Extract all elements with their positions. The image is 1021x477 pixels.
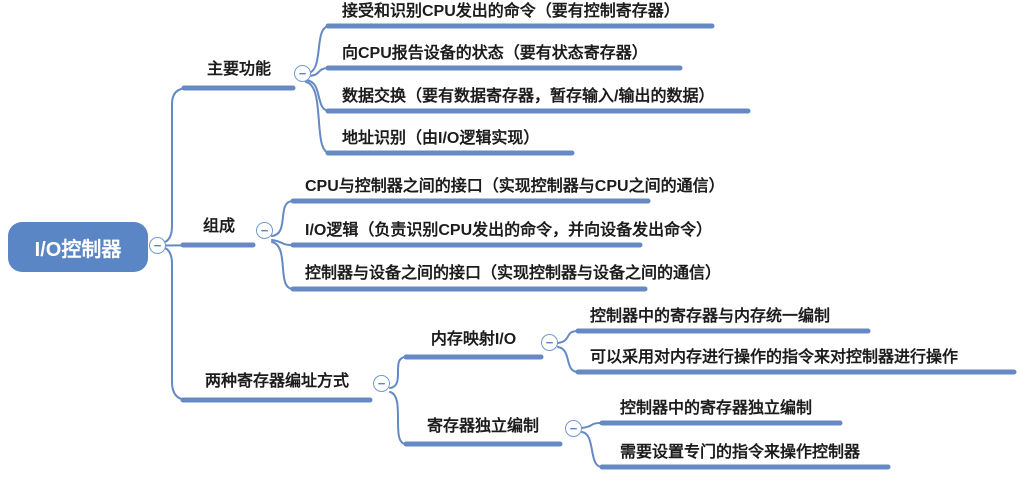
- collapse-button-register-independent[interactable]: −: [565, 420, 582, 437]
- minus-icon: −: [377, 376, 386, 391]
- node-accept-commands[interactable]: 接受和识别CPU发出的命令（要有控制寄存器）: [342, 3, 680, 20]
- connector-composition-child-1: [271, 200, 294, 237]
- node-composition[interactable]: 组成: [202, 218, 235, 235]
- node-register-independent[interactable]: 寄存器独立编制: [426, 418, 539, 435]
- node-unified-addressing[interactable]: 控制器中的寄存器与内存统一编制: [590, 308, 831, 325]
- node-io-logic[interactable]: I/O逻辑（负责识别CPU发出的命令，并向设备发出命令）: [305, 222, 713, 239]
- node-data-exchange[interactable]: 数据交换（要有数据寄存器，暂存输入/输出的数据）: [342, 88, 715, 105]
- connector-memory-mapped-child-2: [557, 346, 579, 373]
- node-address-recognition[interactable]: 地址识别（由I/O逻辑实现）: [342, 130, 540, 147]
- node-cpu-interface[interactable]: CPU与控制器之间的接口（实现控制器与CPU之间的通信）: [305, 178, 725, 195]
- connector-main-functions-child-4: [305, 81, 331, 154]
- collapse-button-memory-mapped[interactable]: −: [541, 334, 558, 351]
- minus-icon: −: [545, 335, 554, 350]
- collapse-button-main-functions[interactable]: −: [294, 65, 311, 82]
- connector-register-independent-child-2: [581, 431, 603, 468]
- minus-icon: −: [298, 66, 307, 81]
- root-node-io-controller[interactable]: I/O控制器: [8, 222, 148, 272]
- connector-composition-child-2: [271, 239, 294, 246]
- node-device-interface[interactable]: 控制器与设备之间的接口（实现控制器与设备之间的通信）: [305, 265, 722, 282]
- collapse-button-composition[interactable]: −: [256, 222, 273, 239]
- node-memory-mapped-io[interactable]: 内存映射I/O: [430, 331, 517, 348]
- collapse-button-addressing[interactable]: −: [373, 375, 390, 392]
- connector-addressing-child-1: [389, 356, 407, 389]
- root-node-label: I/O控制器: [34, 238, 122, 261]
- connector-composition-child-3: [271, 241, 294, 290]
- connector-memory-mapped-child-1: [557, 330, 579, 344]
- collapse-button-root[interactable]: −: [149, 237, 166, 254]
- node-report-status[interactable]: 向CPU报告设备的状态（要有状态寄存器）: [342, 45, 648, 62]
- node-independent-addressing[interactable]: 控制器中的寄存器独立编制: [620, 400, 813, 417]
- node-main-functions[interactable]: 主要功能: [206, 61, 271, 78]
- minus-icon: −: [260, 223, 269, 238]
- connector-register-independent-child-1: [581, 422, 603, 429]
- node-addressing-methods[interactable]: 两种寄存器编址方式: [204, 373, 349, 390]
- node-special-instructions[interactable]: 需要设置专门的指令来操作控制器: [620, 444, 861, 461]
- connector-main-functions-child-1: [305, 25, 331, 75]
- connector-addressing-child-2: [389, 391, 407, 445]
- minus-icon: −: [569, 421, 578, 436]
- node-memory-instructions[interactable]: 可以采用对内存进行操作的指令来对控制器进行操作: [590, 349, 959, 366]
- minus-icon: −: [153, 238, 162, 253]
